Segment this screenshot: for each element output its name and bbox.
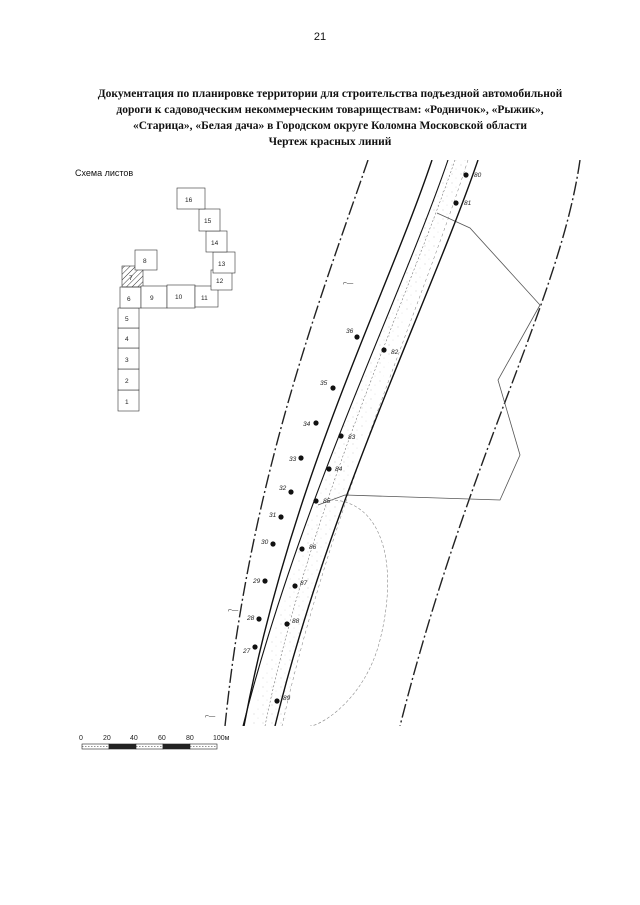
point-81 bbox=[453, 200, 459, 206]
svg-text:10: 10 bbox=[175, 294, 183, 301]
point-33 bbox=[298, 455, 304, 461]
sheets-scheme: 1 2 3 4 5 6 7 8 9 10 11 12 13 14 15 16 bbox=[117, 187, 236, 412]
sheet-7 bbox=[121, 265, 144, 288]
red-line-right bbox=[274, 160, 479, 726]
road-edge-1 bbox=[242, 160, 449, 726]
point-label-35: 35 bbox=[320, 380, 328, 387]
point-label-27: 27 bbox=[242, 648, 251, 655]
title-line-2: дороги к садоводческим некоммерческим то… bbox=[116, 104, 544, 116]
boundary-left bbox=[224, 160, 369, 726]
point-label-84: 84 bbox=[335, 466, 343, 473]
svg-text:16: 16 bbox=[185, 197, 193, 204]
document-title: Документация по планировке территории дл… bbox=[40, 86, 620, 150]
sheets-scheme-label: Схема листов bbox=[75, 168, 134, 178]
parcel-outline bbox=[317, 212, 541, 506]
point-89 bbox=[274, 698, 280, 704]
point-label-34: 34 bbox=[303, 421, 311, 428]
point-30 bbox=[270, 541, 276, 547]
point-label-88: 88 bbox=[292, 618, 300, 625]
svg-text:15: 15 bbox=[204, 218, 212, 225]
road-edge-3 bbox=[281, 160, 469, 726]
scale-tick-40: 40 bbox=[130, 735, 138, 742]
road-edge-2 bbox=[264, 160, 456, 726]
point-87 bbox=[292, 583, 298, 589]
svg-text:6: 6 bbox=[127, 296, 131, 303]
scale-bar: 0 20 40 60 80 100м bbox=[79, 735, 230, 750]
point-label-87: 87 bbox=[300, 580, 308, 587]
point-label-85: 85 bbox=[323, 498, 331, 505]
point-label-28: 28 bbox=[246, 615, 255, 622]
scale-tick-20: 20 bbox=[103, 735, 111, 742]
svg-text:11: 11 bbox=[201, 295, 208, 302]
scale-tick-80: 80 bbox=[186, 735, 194, 742]
point-28 bbox=[256, 616, 262, 622]
point-34 bbox=[313, 420, 319, 426]
point-label-89: 89 bbox=[283, 695, 291, 702]
point-label-31: 31 bbox=[269, 512, 277, 519]
svg-text:14: 14 bbox=[211, 240, 219, 247]
point-label-33: 33 bbox=[289, 456, 297, 463]
point-label-80: 80 bbox=[474, 172, 482, 179]
svg-text:⌐—: ⌐— bbox=[343, 280, 354, 287]
point-31 bbox=[278, 514, 284, 520]
sheet-11 bbox=[194, 285, 219, 308]
point-label-30: 30 bbox=[261, 539, 269, 546]
scale-tick-0: 0 bbox=[79, 735, 83, 742]
right-line-points: 80 81 82 83 84 85 86 87 88 89 bbox=[274, 172, 482, 704]
svg-text:9: 9 bbox=[150, 295, 154, 302]
svg-text:2: 2 bbox=[125, 378, 129, 385]
point-84 bbox=[326, 466, 332, 472]
point-label-29: 29 bbox=[252, 578, 261, 585]
point-label-86: 86 bbox=[309, 544, 317, 551]
point-86 bbox=[299, 546, 305, 552]
point-29 bbox=[262, 578, 268, 584]
title-line-1: Документация по планировке территории дл… bbox=[97, 88, 563, 100]
point-27 bbox=[252, 644, 258, 650]
point-88 bbox=[284, 621, 290, 627]
point-35 bbox=[330, 385, 336, 391]
title-line-3: «Старица», «Белая дача» в Городском окру… bbox=[133, 120, 527, 132]
svg-text:⌐—: ⌐— bbox=[205, 713, 216, 720]
left-line-points: 27 28 29 30 31 32 33 34 35 36 bbox=[242, 328, 360, 655]
point-label-82: 82 bbox=[391, 349, 399, 356]
svg-text:5: 5 bbox=[125, 316, 129, 323]
point-85 bbox=[313, 498, 319, 504]
point-36 bbox=[354, 334, 360, 340]
scale-tick-100: 100м bbox=[213, 735, 230, 742]
svg-text:8: 8 bbox=[143, 258, 147, 265]
point-label-81: 81 bbox=[464, 200, 472, 207]
scale-tick-60: 60 bbox=[158, 735, 166, 742]
point-label-36: 36 bbox=[346, 328, 354, 335]
point-32 bbox=[288, 489, 294, 495]
point-label-83: 83 bbox=[348, 434, 356, 441]
point-82 bbox=[381, 347, 387, 353]
svg-text:4: 4 bbox=[125, 336, 129, 343]
page-number: 21 bbox=[313, 31, 327, 43]
svg-text:12: 12 bbox=[216, 278, 224, 285]
title-line-4: Чертеж красных линий bbox=[268, 136, 392, 148]
svg-text:7: 7 bbox=[129, 275, 133, 282]
boundary-right bbox=[399, 160, 581, 726]
svg-text:1: 1 bbox=[125, 399, 129, 406]
svg-text:3: 3 bbox=[125, 357, 129, 364]
sheet-8 bbox=[134, 249, 158, 271]
sheet-9 bbox=[140, 285, 168, 309]
svg-text:⌐—: ⌐— bbox=[228, 607, 239, 614]
point-label-32: 32 bbox=[279, 485, 287, 492]
sheet-15 bbox=[198, 208, 221, 232]
svg-text:13: 13 bbox=[218, 261, 226, 268]
sheet-16 bbox=[176, 187, 206, 210]
point-80 bbox=[463, 172, 469, 178]
point-83 bbox=[338, 433, 344, 439]
red-line-left bbox=[243, 160, 433, 726]
